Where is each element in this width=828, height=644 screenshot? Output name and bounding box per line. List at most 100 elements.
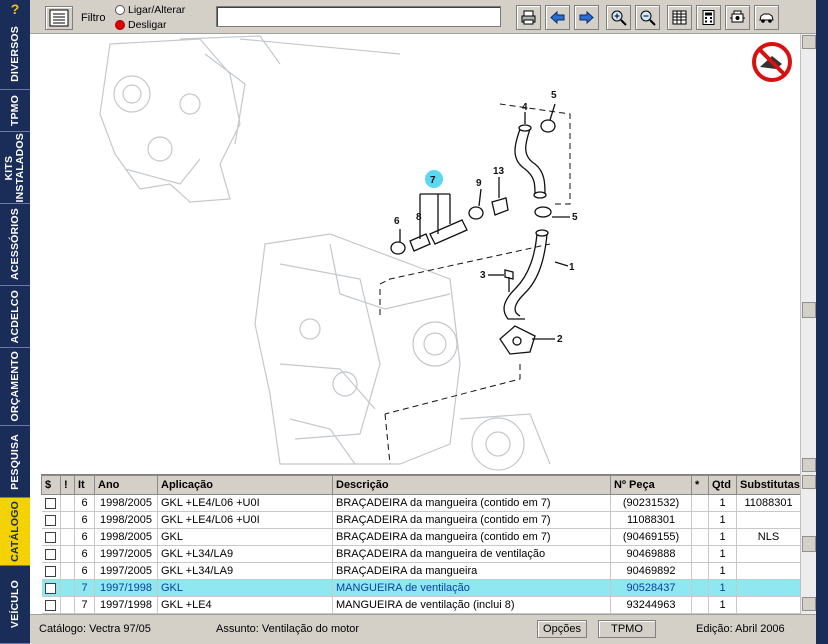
filter-off-radio[interactable]: Desligar	[115, 19, 167, 31]
row-star-cell	[691, 494, 709, 512]
callout-8[interactable]: 8	[416, 212, 422, 223]
checkbox[interactable]	[45, 565, 57, 577]
row-checkbox[interactable]	[41, 579, 61, 597]
col-header-year[interactable]: Ano	[94, 475, 158, 495]
row-checkbox[interactable]	[41, 511, 61, 529]
checkbox[interactable]	[45, 497, 57, 509]
row-checkbox[interactable]	[41, 562, 61, 580]
no-car-icon[interactable]	[752, 42, 792, 82]
col-header-qty[interactable]: Qtd	[708, 475, 737, 495]
row-checkbox[interactable]	[41, 494, 61, 512]
tab-label: KITS INSTALADOS	[3, 132, 26, 203]
table-scrollbar[interactable]	[800, 474, 816, 614]
col-header-item[interactable]: It	[74, 475, 95, 495]
filter-on-radio[interactable]: Ligar/Alterar	[115, 4, 185, 16]
tab-acessorios[interactable]: ACESSÓRIOS	[0, 204, 30, 286]
row-checkbox[interactable]	[41, 528, 61, 546]
car-icon	[759, 13, 774, 23]
col-header-price[interactable]: $	[41, 475, 61, 495]
radio-circle	[115, 5, 125, 15]
row-checkbox[interactable]	[41, 596, 61, 614]
row-year: 1997/1998	[94, 579, 158, 597]
callout-7[interactable]: 7	[430, 175, 436, 186]
row-part-number: (90231532)	[610, 494, 692, 512]
row-item: 7	[74, 579, 95, 597]
col-header-substitutes[interactable]: Substitutas	[736, 475, 801, 495]
col-header-application[interactable]: Aplicação	[157, 475, 333, 495]
col-header-star[interactable]: *	[691, 475, 709, 495]
row-year: 1997/2005	[94, 545, 158, 563]
scroll-up-icon[interactable]	[802, 475, 816, 489]
callout-13[interactable]: 13	[493, 166, 505, 177]
tab-label: ORÇAMENTO	[8, 351, 21, 422]
status-subject: Assunto: Ventilação do motor	[216, 623, 360, 635]
row-item: 7	[74, 596, 95, 614]
parts-diagram[interactable]: 1 2 3 4 5 5 6 7 8 9 13	[30, 34, 800, 474]
row-description: BRAÇADEIRA da mangueira (contido em 7)	[332, 528, 611, 546]
col-header-alert[interactable]: !	[60, 475, 75, 495]
callout-5b[interactable]: 5	[572, 212, 578, 223]
tab-diversos[interactable]: DIVERSOS	[0, 18, 30, 90]
tab-kits-instalados[interactable]: KITS INSTALADOS	[0, 132, 30, 204]
row-application: GKL +LE4	[157, 596, 333, 614]
row-substitutes: 11088301	[736, 494, 801, 512]
zoom-in-button[interactable]	[606, 5, 631, 30]
tab-acdelco[interactable]: ACDELCO	[0, 286, 30, 348]
row-description: MANGUEIRA de ventilação (inclui 8)	[332, 596, 611, 614]
forward-button[interactable]	[574, 5, 599, 30]
col-header-part-number[interactable]: Nº Peça	[610, 475, 692, 495]
callout-4[interactable]: 4	[522, 102, 528, 113]
tab-veiculo[interactable]: VEÍCULO	[0, 566, 30, 644]
engine-icon	[730, 10, 745, 23]
calculator-button[interactable]	[696, 5, 721, 30]
car-button[interactable]	[754, 5, 779, 30]
row-application: GKL +LE4/L06 +U0I	[157, 494, 333, 512]
scroll-down-icon[interactable]	[802, 458, 816, 472]
tab-tpmo[interactable]: TPMO	[0, 90, 30, 132]
row-star-cell	[691, 596, 709, 614]
checkbox[interactable]	[45, 599, 57, 611]
diagram-scrollbar[interactable]	[800, 34, 816, 474]
filter-input[interactable]	[216, 6, 501, 27]
options-button[interactable]: Opções	[537, 620, 587, 638]
row-item: 6	[74, 528, 95, 546]
row-substitutes	[736, 596, 801, 614]
table-button[interactable]	[667, 5, 692, 30]
callout-2[interactable]: 2	[557, 334, 563, 345]
callout-1[interactable]: 1	[569, 262, 575, 273]
tab-catalogo[interactable]: CATÁLOGO	[0, 498, 30, 566]
checkbox[interactable]	[45, 582, 57, 594]
tab-orcamento[interactable]: ORÇAMENTO	[0, 348, 30, 426]
col-header-description[interactable]: Descrição	[332, 475, 611, 495]
checkbox[interactable]	[45, 514, 57, 526]
zoom-out-icon	[640, 10, 656, 26]
checkbox[interactable]	[45, 548, 57, 560]
callout-3[interactable]: 3	[480, 270, 486, 281]
print-button[interactable]	[516, 5, 541, 30]
tab-pesquisa[interactable]: PESQUISA	[0, 426, 30, 498]
callout-9[interactable]: 9	[476, 178, 482, 189]
engine-button[interactable]	[725, 5, 750, 30]
row-checkbox[interactable]	[41, 545, 61, 563]
scroll-up-icon[interactable]	[802, 35, 816, 49]
back-button[interactable]	[545, 5, 570, 30]
tpmo-button[interactable]: TPMO	[598, 620, 656, 638]
row-item: 6	[74, 545, 95, 563]
checkbox[interactable]	[45, 531, 57, 543]
toolbar: Filtro Ligar/Alterar Desligar	[30, 0, 828, 34]
scroll-down-icon[interactable]	[802, 597, 816, 611]
scroll-thumb[interactable]	[802, 536, 816, 552]
help-button[interactable]: ?	[0, 0, 30, 18]
callout-6[interactable]: 6	[394, 216, 400, 227]
callout-5[interactable]: 5	[551, 90, 557, 101]
scroll-thumb[interactable]	[802, 302, 816, 318]
zoom-out-button[interactable]	[635, 5, 660, 30]
list-view-button[interactable]	[45, 6, 73, 30]
